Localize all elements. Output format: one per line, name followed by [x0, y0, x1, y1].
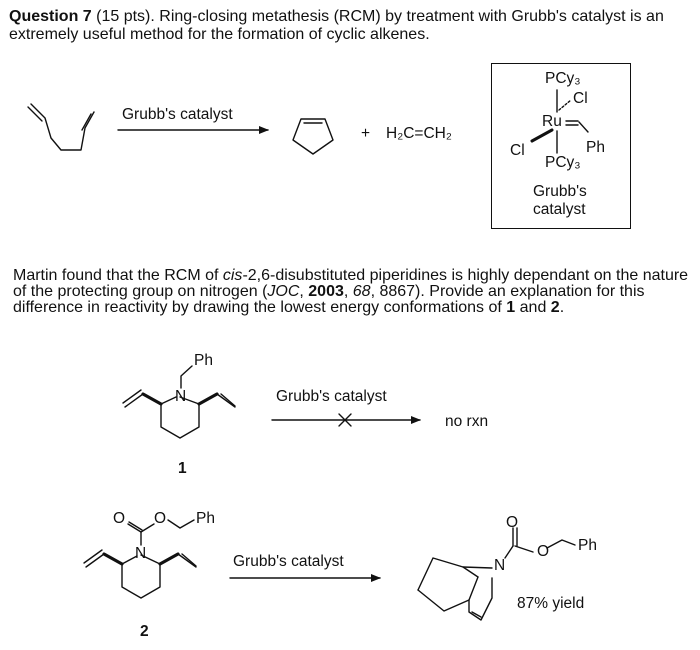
bicyclic-product-structure: [417, 527, 576, 621]
grubbs-catalyst-structure: [530, 89, 589, 154]
compound1-ph: Ph: [194, 352, 213, 369]
question-points: (15 pts).: [91, 8, 155, 25]
reaction1-plus: +: [361, 125, 371, 142]
reaction2-arrow-label: Grubb's catalyst: [276, 388, 387, 405]
para-text: and: [515, 299, 551, 316]
explanation-paragraph: Martin found that the RCM of cis-2,6-dis…: [13, 268, 693, 316]
catalyst-pcy3-top: PCy₃: [545, 70, 581, 87]
catalyst-ph: Ph: [586, 139, 605, 156]
catalyst-box: [491, 63, 631, 229]
product-yield: 87% yield: [517, 595, 585, 612]
reaction3-arrow-label: Grubb's catalyst: [233, 553, 344, 570]
compound1-number: 1: [178, 460, 187, 477]
para-year: 2003: [308, 283, 344, 300]
catalyst-name-line2: catalyst: [533, 201, 586, 218]
compound2-o-ester: O: [154, 510, 167, 527]
compound1-structure: [122, 365, 236, 439]
catalyst-ru: Ru: [542, 113, 562, 130]
compound2-number: 2: [140, 623, 149, 640]
para-text: , 8867). Provide an explanation for this…: [13, 283, 645, 316]
para-text: -2,6-disubstituted piperidines is highly…: [13, 267, 689, 300]
para-compound-1: 1: [506, 299, 516, 316]
compound2-o-carbonyl: O: [113, 510, 126, 527]
question-intro: Ring-closing metathesis (RCM) by treatme…: [9, 8, 664, 43]
no-reaction-label: no rxn: [445, 413, 489, 430]
compound2-structure: [83, 519, 197, 599]
catalyst-pcy3-bottom: PCy₃: [545, 154, 581, 171]
reaction1-arrow-label: Grubb's catalyst: [122, 106, 233, 123]
para-text: Martin found that the RCM of: [13, 267, 223, 284]
catalyst-name-line1: Grubb's: [533, 183, 587, 200]
catalyst-cl-top: Cl: [573, 90, 588, 107]
product-ph: Ph: [578, 537, 597, 554]
product-o-carbonyl: O: [506, 514, 519, 531]
product-n: N: [494, 557, 506, 574]
compound2-ph: Ph: [196, 510, 215, 527]
para-volume: 68: [352, 283, 371, 300]
ethylene-formula: H₂C=CH₂: [386, 125, 452, 142]
cyclopentene-structure: [292, 118, 334, 155]
para-text: .: [559, 299, 565, 316]
product-o-ester: O: [537, 543, 550, 560]
compound2-n: N: [135, 545, 147, 562]
question-text: Question 7 (15 pts). Ring-closing metath…: [9, 8, 691, 44]
blocked-cross-mark: [338, 413, 352, 427]
para-text: ,: [299, 283, 309, 300]
para-journal: JOC: [267, 283, 300, 300]
para-text: ,: [343, 283, 353, 300]
para-compound-2: 2: [550, 299, 560, 316]
diene-structure: [27, 103, 95, 151]
para-cis: cis: [222, 267, 243, 284]
question-title: Question 7: [9, 8, 92, 25]
catalyst-cl-left: Cl: [510, 142, 525, 159]
